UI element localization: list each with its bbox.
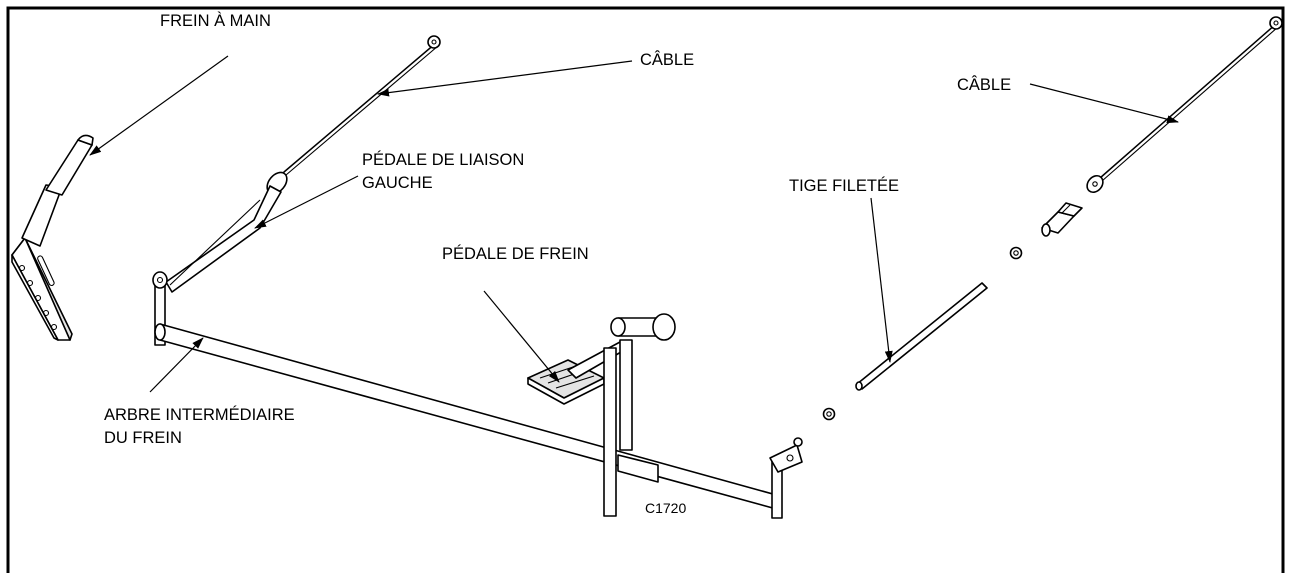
threaded-rod-assembly bbox=[822, 246, 1023, 421]
figure-frame bbox=[6, 6, 1285, 573]
label-brake-pedal: PÉDALE DE FREIN bbox=[442, 244, 589, 263]
brake-cross-shaft bbox=[152, 271, 803, 519]
rod-nut-lower bbox=[822, 407, 836, 421]
label-cross-shaft-1: ARBRE INTERMÉDIAIRE bbox=[104, 405, 295, 424]
label-handbrake: FREIN À MAIN bbox=[160, 11, 271, 30]
label-linkage-pedal-2: GAUCHE bbox=[362, 174, 433, 192]
handbrake-assembly bbox=[11, 134, 94, 341]
clevis bbox=[1041, 202, 1083, 237]
label-cable-left: CÂBLE bbox=[640, 50, 694, 69]
label-cross-shaft-2: DU FREIN bbox=[104, 429, 182, 447]
leader-handbrake bbox=[89, 55, 229, 156]
leader-cable-right bbox=[1029, 83, 1179, 124]
label-cable-right: CÂBLE bbox=[957, 75, 1011, 94]
leader-cross-shaft bbox=[149, 337, 204, 393]
leader-cable-left bbox=[377, 60, 633, 97]
leader-linkage-pedal bbox=[254, 175, 359, 229]
label-linkage-pedal-1: PÉDALE DE LIAISON bbox=[362, 150, 524, 169]
figure-code: C1720 bbox=[645, 500, 686, 516]
leader-threaded-rod bbox=[870, 197, 893, 363]
right-cable bbox=[1086, 16, 1283, 194]
brake-pedal bbox=[527, 313, 676, 517]
leader-brake-pedal bbox=[483, 290, 560, 383]
rod-nut-upper bbox=[1009, 246, 1023, 260]
left-linkage-arm bbox=[165, 185, 282, 293]
label-threaded-rod: TIGE FILETÉE bbox=[789, 176, 899, 195]
